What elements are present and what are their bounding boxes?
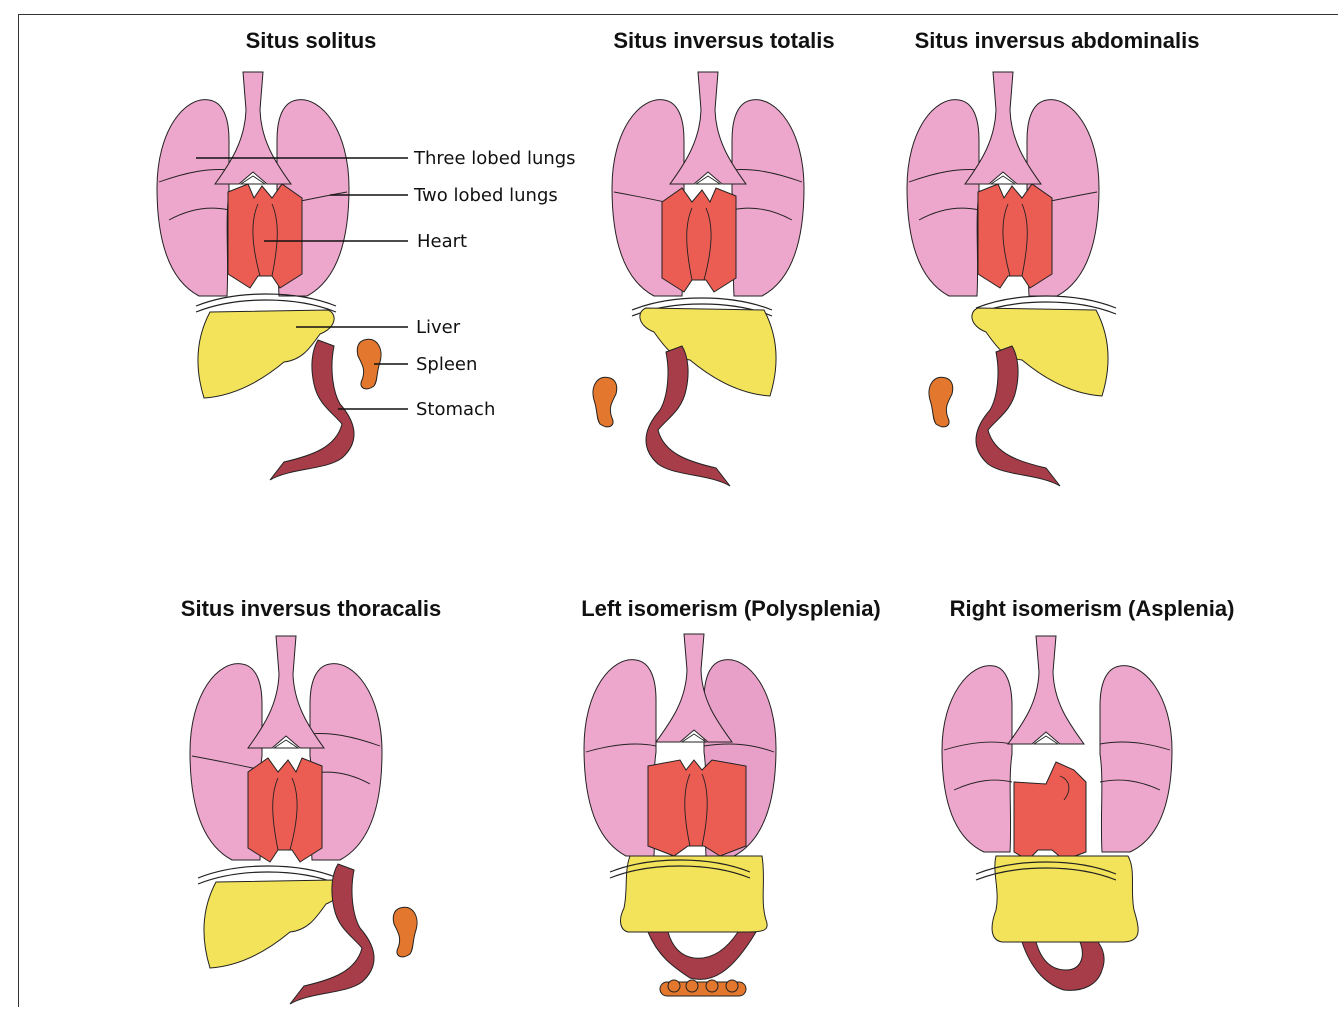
spleen xyxy=(393,907,417,957)
panel-title: Situs inversus abdominalis xyxy=(915,28,1200,53)
polysplenia-spleens xyxy=(660,980,746,996)
panel-title: Situs inversus thoracalis xyxy=(181,596,441,621)
label-heart: Heart xyxy=(417,231,467,252)
liver xyxy=(204,880,340,968)
panel-title: Right isomerism (Asplenia) xyxy=(950,596,1235,621)
liver xyxy=(972,308,1108,396)
heart xyxy=(648,760,746,856)
heart xyxy=(228,184,302,288)
heart xyxy=(248,758,322,862)
liver xyxy=(621,856,768,932)
panel-left-isomerism: Left isomerism (Polysplenia) xyxy=(581,596,881,996)
stomach xyxy=(1022,942,1104,990)
stomach xyxy=(648,932,756,979)
panel-right-isomerism: Right isomerism (Asplenia) xyxy=(942,596,1234,990)
label-three-lobed-lungs: Three lobed lungs xyxy=(413,148,576,169)
heart xyxy=(978,184,1052,288)
spleen xyxy=(593,377,617,427)
panel-situs-solitus: Situs solitus Three lobed lungs Two lobe… xyxy=(157,28,576,480)
panel-title: Situs inversus totalis xyxy=(613,28,834,53)
label-stomach: Stomach xyxy=(416,399,495,420)
label-liver: Liver xyxy=(416,317,461,338)
panel-title: Left isomerism (Polysplenia) xyxy=(581,596,881,621)
heart xyxy=(662,188,736,292)
liver xyxy=(640,308,776,396)
panel-situs-inversus-thoracalis: Situs inversus thoracalis xyxy=(181,596,441,1004)
panel-situs-inversus-abdominalis: Situs inversus abdominalis xyxy=(907,28,1199,486)
diaphragm xyxy=(196,294,336,312)
panel-title: Situs solitus xyxy=(246,28,377,53)
label-spleen: Spleen xyxy=(416,354,477,375)
panel-situs-inversus-totalis: Situs inversus totalis xyxy=(593,28,835,486)
spleen xyxy=(929,377,953,427)
heart xyxy=(1014,762,1086,860)
label-two-lobed-lungs: Two lobed lungs xyxy=(413,185,558,206)
